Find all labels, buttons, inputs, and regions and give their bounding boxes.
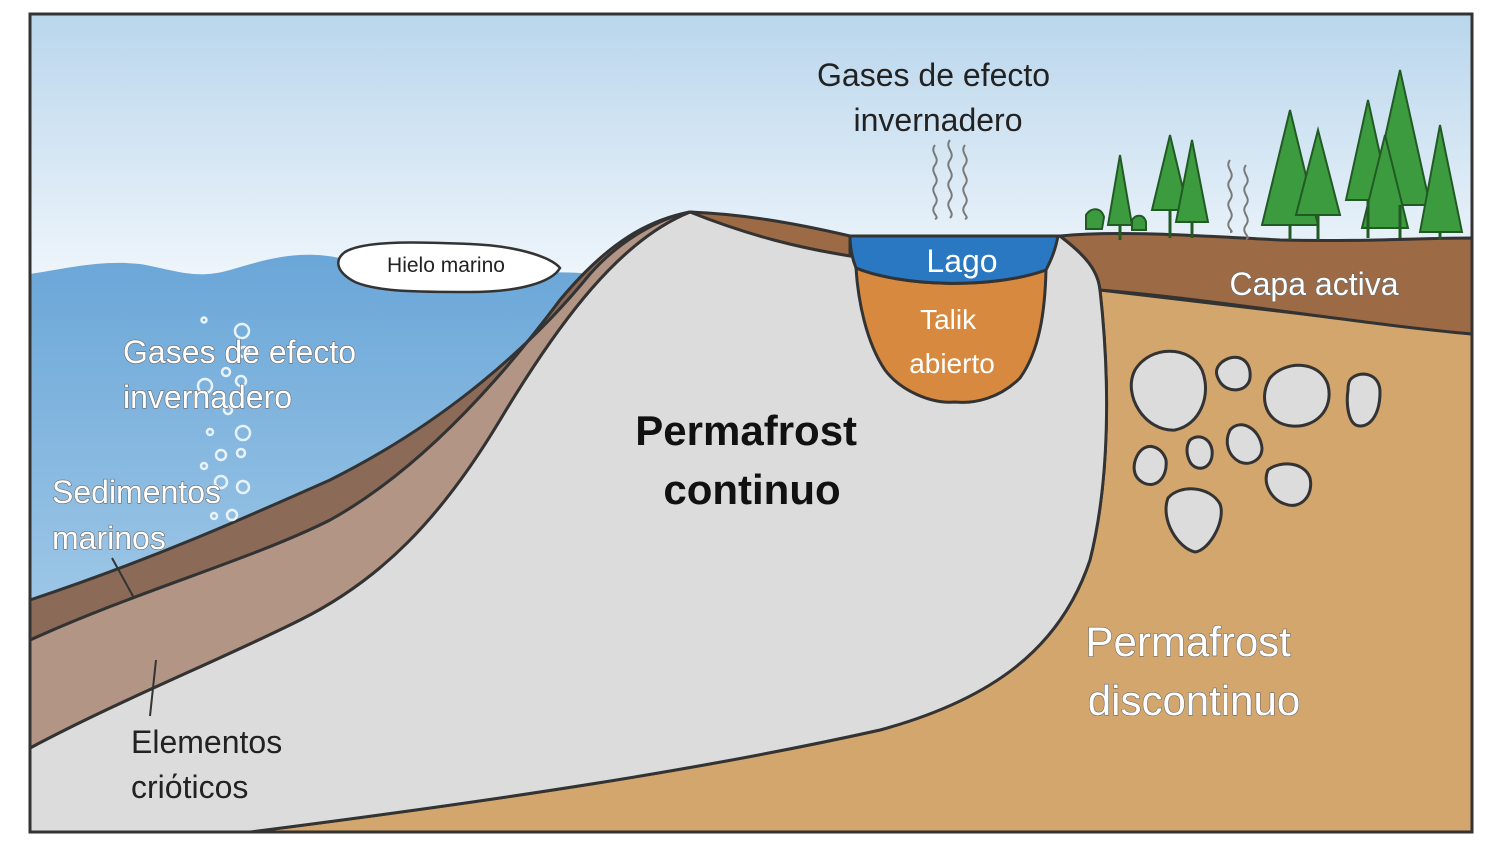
gas-bubbles [196,316,252,522]
gas-waves-forest [1227,159,1249,240]
label-lake: Lago [926,243,997,279]
label-continuous-permafrost: Permafrost continuo [635,407,868,513]
label-open-talik: Talik abierto [909,304,995,379]
label-sea-ice: Hielo marino [387,254,505,277]
label-active-layer: Capa activa [1230,266,1399,302]
frame [28,12,1474,834]
sea [30,254,590,600]
sea-ice [337,241,562,294]
label-discontinuous-permafrost: Permafrost discontinuo [1085,618,1302,724]
tree-trunks [1118,200,1442,240]
trees [1085,69,1464,233]
label-greenhouse-gases-sea: Gases de efecto invernadero [123,334,365,415]
label-cryotic-elements: Elementos criόticos [131,724,291,805]
label-greenhouse-gases-air: Gases de efecto invernadero [817,57,1059,138]
frozen-rocks [1129,349,1382,554]
lake [848,234,1060,285]
gas-waves-lake [932,139,968,220]
label-pointers [111,557,157,717]
label-marine-sediments: Sedimentos marinos [52,474,230,556]
